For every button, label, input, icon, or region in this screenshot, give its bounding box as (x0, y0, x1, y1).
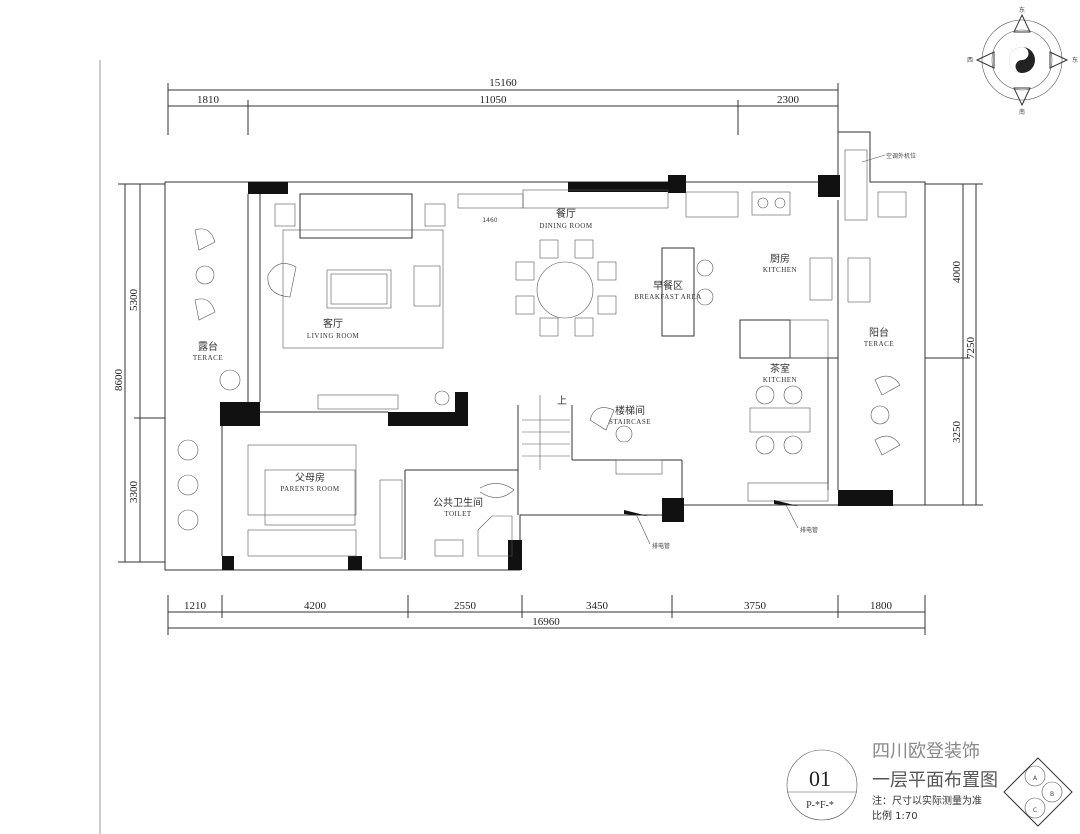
furniture (177, 189, 907, 559)
room-labels: 露台 TERACE 客厅 LIVING ROOM 餐厅 DINING ROOM … (193, 207, 894, 518)
dim-right-total: 7250 (965, 337, 977, 360)
drawing-scale: 比例 1:70 (872, 809, 918, 822)
room-kitchen-en: KITCHEN (763, 266, 797, 274)
drawing-code: P-*F-* (806, 800, 834, 811)
room-breakfast-en: BREAKFAST AREA (634, 293, 702, 301)
ac-unit-label: 空调外机位 (886, 152, 916, 160)
room-tea-cn: 茶室 (770, 362, 790, 375)
mark-c: C (1033, 807, 1037, 814)
dim-bottom-seg: 3750 (744, 600, 767, 612)
mark-a: A (1033, 775, 1038, 782)
compass-bottom-label: 南 (1019, 108, 1025, 116)
left-dimensions: 8600 5300 3300 (113, 183, 165, 563)
dim-bottom-seg: 1210 (184, 600, 207, 612)
room-terrace-right-cn: 阳台 (869, 326, 889, 339)
title-block: 01 P-*F-* 四川欧登装饰 一层平面布置图 注：尺寸以实际测量为准 比例 … (786, 741, 1073, 827)
dim-left-seg: 3300 (128, 481, 140, 504)
room-toilet-en: TOILET (444, 510, 472, 518)
dim-bottom-seg: 2550 (454, 600, 477, 612)
dim-inner-note: 1460 (482, 217, 497, 224)
annotations: 上 1460 空调外机位 排电管 排电管 (482, 152, 916, 550)
stair-up-label: 上 (557, 395, 567, 407)
drawing-number: 01 (809, 766, 831, 791)
bottom-dimensions: 1210 4200 2550 3450 3750 1800 16960 (167, 595, 926, 635)
room-tea-en: KITCHEN (763, 376, 797, 384)
dim-top-seg: 2300 (777, 94, 800, 106)
room-toilet-cn: 公共卫生间 (433, 496, 483, 509)
compass-right-label: 东 (1072, 56, 1078, 64)
pipe-label-right: 排电管 (800, 526, 818, 534)
room-living-cn: 客厅 (323, 317, 343, 330)
dim-bottom-seg: 1800 (870, 600, 893, 612)
room-breakfast-cn: 早餐区 (653, 279, 683, 292)
dim-top-seg: 1810 (197, 94, 220, 106)
walls (164, 131, 926, 571)
dim-right-seg: 3250 (951, 421, 963, 444)
dim-left-seg: 5300 (128, 289, 140, 312)
dim-top-seg: 11050 (479, 94, 507, 106)
top-dimensions: 15160 1810 11050 2300 (167, 77, 839, 135)
room-parents-en: PARENTS ROOM (280, 485, 340, 493)
room-terrace-left-en: TERACE (193, 354, 223, 362)
room-terrace-left-cn: 露台 (198, 340, 218, 353)
room-parents-cn: 父母房 (295, 471, 325, 484)
dim-top-total: 15160 (489, 77, 517, 89)
dim-bottom-total: 16960 (532, 616, 560, 628)
compass-left-label: 西 (967, 57, 973, 64)
watermark: 四川欧登装饰 (872, 741, 980, 762)
pipe-label-left: 排电管 (652, 542, 670, 550)
room-staircase-en: STAIRCASE (609, 418, 651, 426)
dim-right-seg: 4000 (951, 261, 963, 284)
room-dining-en: DINING ROOM (539, 222, 592, 230)
room-staircase-cn: 楼梯间 (615, 404, 645, 417)
drawing-note: 注：尺寸以实际测量为准 (872, 794, 982, 807)
mark-b: B (1050, 791, 1054, 798)
dim-left-total: 8600 (113, 369, 125, 392)
dim-bottom-seg: 3450 (586, 600, 609, 612)
right-dimensions: 4000 3250 7250 (925, 183, 983, 506)
room-terrace-right-en: TERACE (864, 340, 894, 348)
compass-top-label: 东 (1019, 6, 1025, 14)
compass-rose: 东 南 西 东 (967, 6, 1078, 116)
drawing-title: 一层平面布置图 (872, 770, 998, 791)
room-kitchen-cn: 厨房 (770, 252, 790, 265)
dim-bottom-seg: 4200 (304, 600, 327, 612)
room-living-en: LIVING ROOM (307, 332, 360, 340)
room-dining-cn: 餐厅 (556, 207, 576, 220)
